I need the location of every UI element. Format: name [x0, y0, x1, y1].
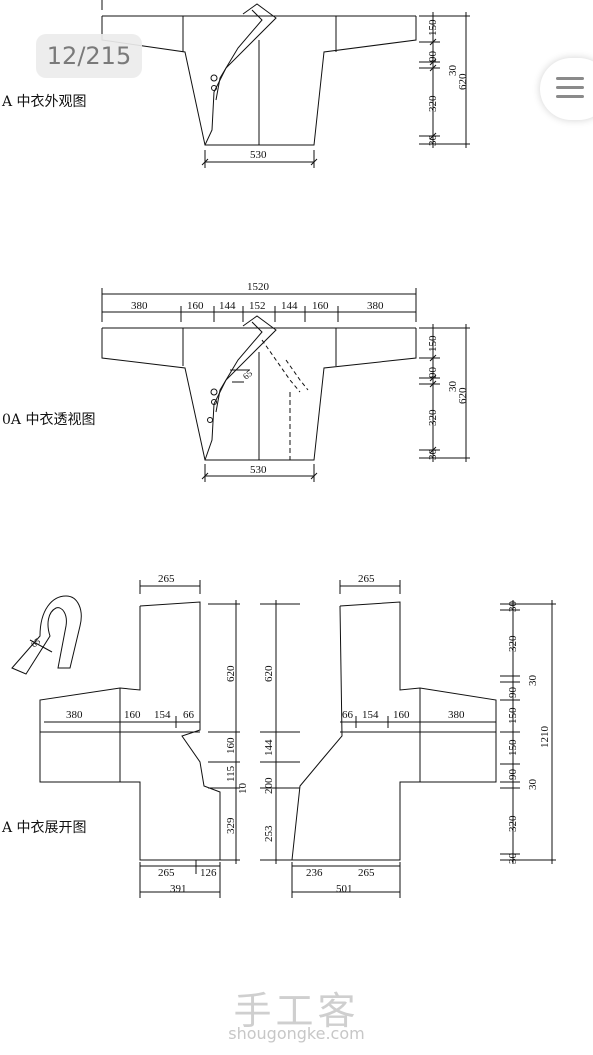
seg-4: 152 — [249, 300, 266, 312]
left-row-154: 154 — [154, 709, 171, 721]
unfolded-labels: A 中衣展开图 65 265 380 160 154 66 620 160 11… — [1, 573, 551, 895]
seg-5: 144 — [281, 300, 298, 312]
exterior-dim-30: 30 — [447, 65, 459, 77]
side-dim-3: 30 — [527, 675, 539, 687]
right-row-160: 160 — [393, 709, 410, 721]
left-bottom-265: 265 — [158, 867, 175, 879]
side-dim-10: 30 — [507, 853, 519, 865]
left-row-160: 160 — [124, 709, 141, 721]
transparent-view-garment — [101, 315, 417, 461]
side-dim-7: 90 — [507, 769, 519, 781]
left-row-66: 66 — [183, 709, 195, 721]
transparent-dim-150: 150 — [427, 335, 439, 352]
right-row-154: 154 — [362, 709, 379, 721]
seg-7: 380 — [367, 300, 384, 312]
right-panel — [260, 580, 497, 898]
hamburger-icon — [556, 77, 584, 98]
left-dim-329: 329 — [225, 817, 237, 834]
collar-piece — [11, 595, 82, 675]
exterior-dim-90: 90 — [427, 51, 439, 63]
transparent-total-width: 1520 — [247, 281, 270, 293]
transparent-dim-30b: 30 — [427, 449, 439, 461]
exterior-view-garment — [101, 0, 417, 146]
transparent-dim-90: 90 — [427, 367, 439, 379]
transparent-caption: 0A 中衣透视图 — [2, 412, 95, 428]
transparent-width-dimension — [201, 464, 318, 482]
seg-6: 160 — [312, 300, 329, 312]
exterior-labels: A 中衣外观图 530 150 90 30 320 30 620 — [1, 19, 469, 161]
right-bottom-236: 236 — [306, 867, 323, 879]
right-dim-620: 620 — [263, 665, 275, 682]
transparent-segment-dimensions — [101, 288, 417, 322]
right-top-dim: 265 — [358, 573, 375, 585]
seg-2: 160 — [187, 300, 204, 312]
side-dim-4: 90 — [507, 687, 519, 699]
left-top-dim: 265 — [158, 573, 175, 585]
seg-1: 380 — [131, 300, 148, 312]
right-dim-144: 144 — [263, 739, 275, 756]
unfolded-collar-label: 65 — [29, 636, 43, 650]
exterior-dim-30b: 30 — [427, 135, 439, 147]
right-bottom-265: 265 — [358, 867, 375, 879]
exterior-vertical-dimensions — [419, 12, 470, 148]
right-row-66: 66 — [342, 709, 354, 721]
side-dim-2: 320 — [507, 635, 519, 652]
exterior-dim-320: 320 — [427, 95, 439, 112]
page-counter: 12/215 — [36, 34, 142, 78]
transparent-vertical-dimensions — [419, 324, 470, 462]
right-dim-253: 253 — [263, 825, 275, 842]
exterior-dim-150: 150 — [427, 19, 439, 36]
exterior-width-label: 530 — [250, 149, 267, 161]
side-dim-6: 150 — [507, 739, 519, 756]
transparent-dim-30: 30 — [447, 381, 459, 393]
transparent-dim-320: 320 — [427, 409, 439, 426]
exterior-caption: A 中衣外观图 — [1, 94, 87, 110]
side-dim-9: 320 — [507, 815, 519, 832]
side-dim-5: 150 — [507, 707, 519, 724]
side-dim-1: 30 — [507, 601, 519, 613]
exterior-dim-620: 620 — [457, 73, 469, 90]
left-dim-115: 115 — [225, 765, 237, 782]
left-row-380: 380 — [66, 709, 83, 721]
transparent-dim-620: 620 — [457, 387, 469, 404]
left-bottom-126: 126 — [200, 867, 217, 879]
right-row-380: 380 — [448, 709, 465, 721]
left-dim-620: 620 — [225, 665, 237, 682]
left-dim-10: 10 — [237, 783, 249, 795]
unfolded-caption: A 中衣展开图 — [1, 820, 87, 836]
left-dim-160: 160 — [225, 737, 237, 754]
watermark-url: shougongke.com — [228, 1024, 365, 1043]
side-vertical-dimensions — [500, 600, 556, 864]
transparent-labels: 0A 中衣透视图 1520 380 160 144 152 144 160 38… — [2, 281, 469, 476]
menu-button[interactable] — [540, 58, 593, 120]
right-bottom-total: 501 — [336, 883, 353, 895]
transparent-width-label: 530 — [250, 464, 267, 476]
left-panel — [39, 580, 240, 898]
watermark-brand: 手工客 — [233, 989, 360, 1033]
side-dim-8: 30 — [527, 779, 539, 791]
side-dim-total: 1210 — [539, 726, 551, 749]
right-dim-200: 200 — [263, 777, 275, 794]
left-bottom-total: 391 — [170, 883, 187, 895]
seg-3: 144 — [219, 300, 236, 312]
exterior-width-dimension — [201, 150, 318, 168]
